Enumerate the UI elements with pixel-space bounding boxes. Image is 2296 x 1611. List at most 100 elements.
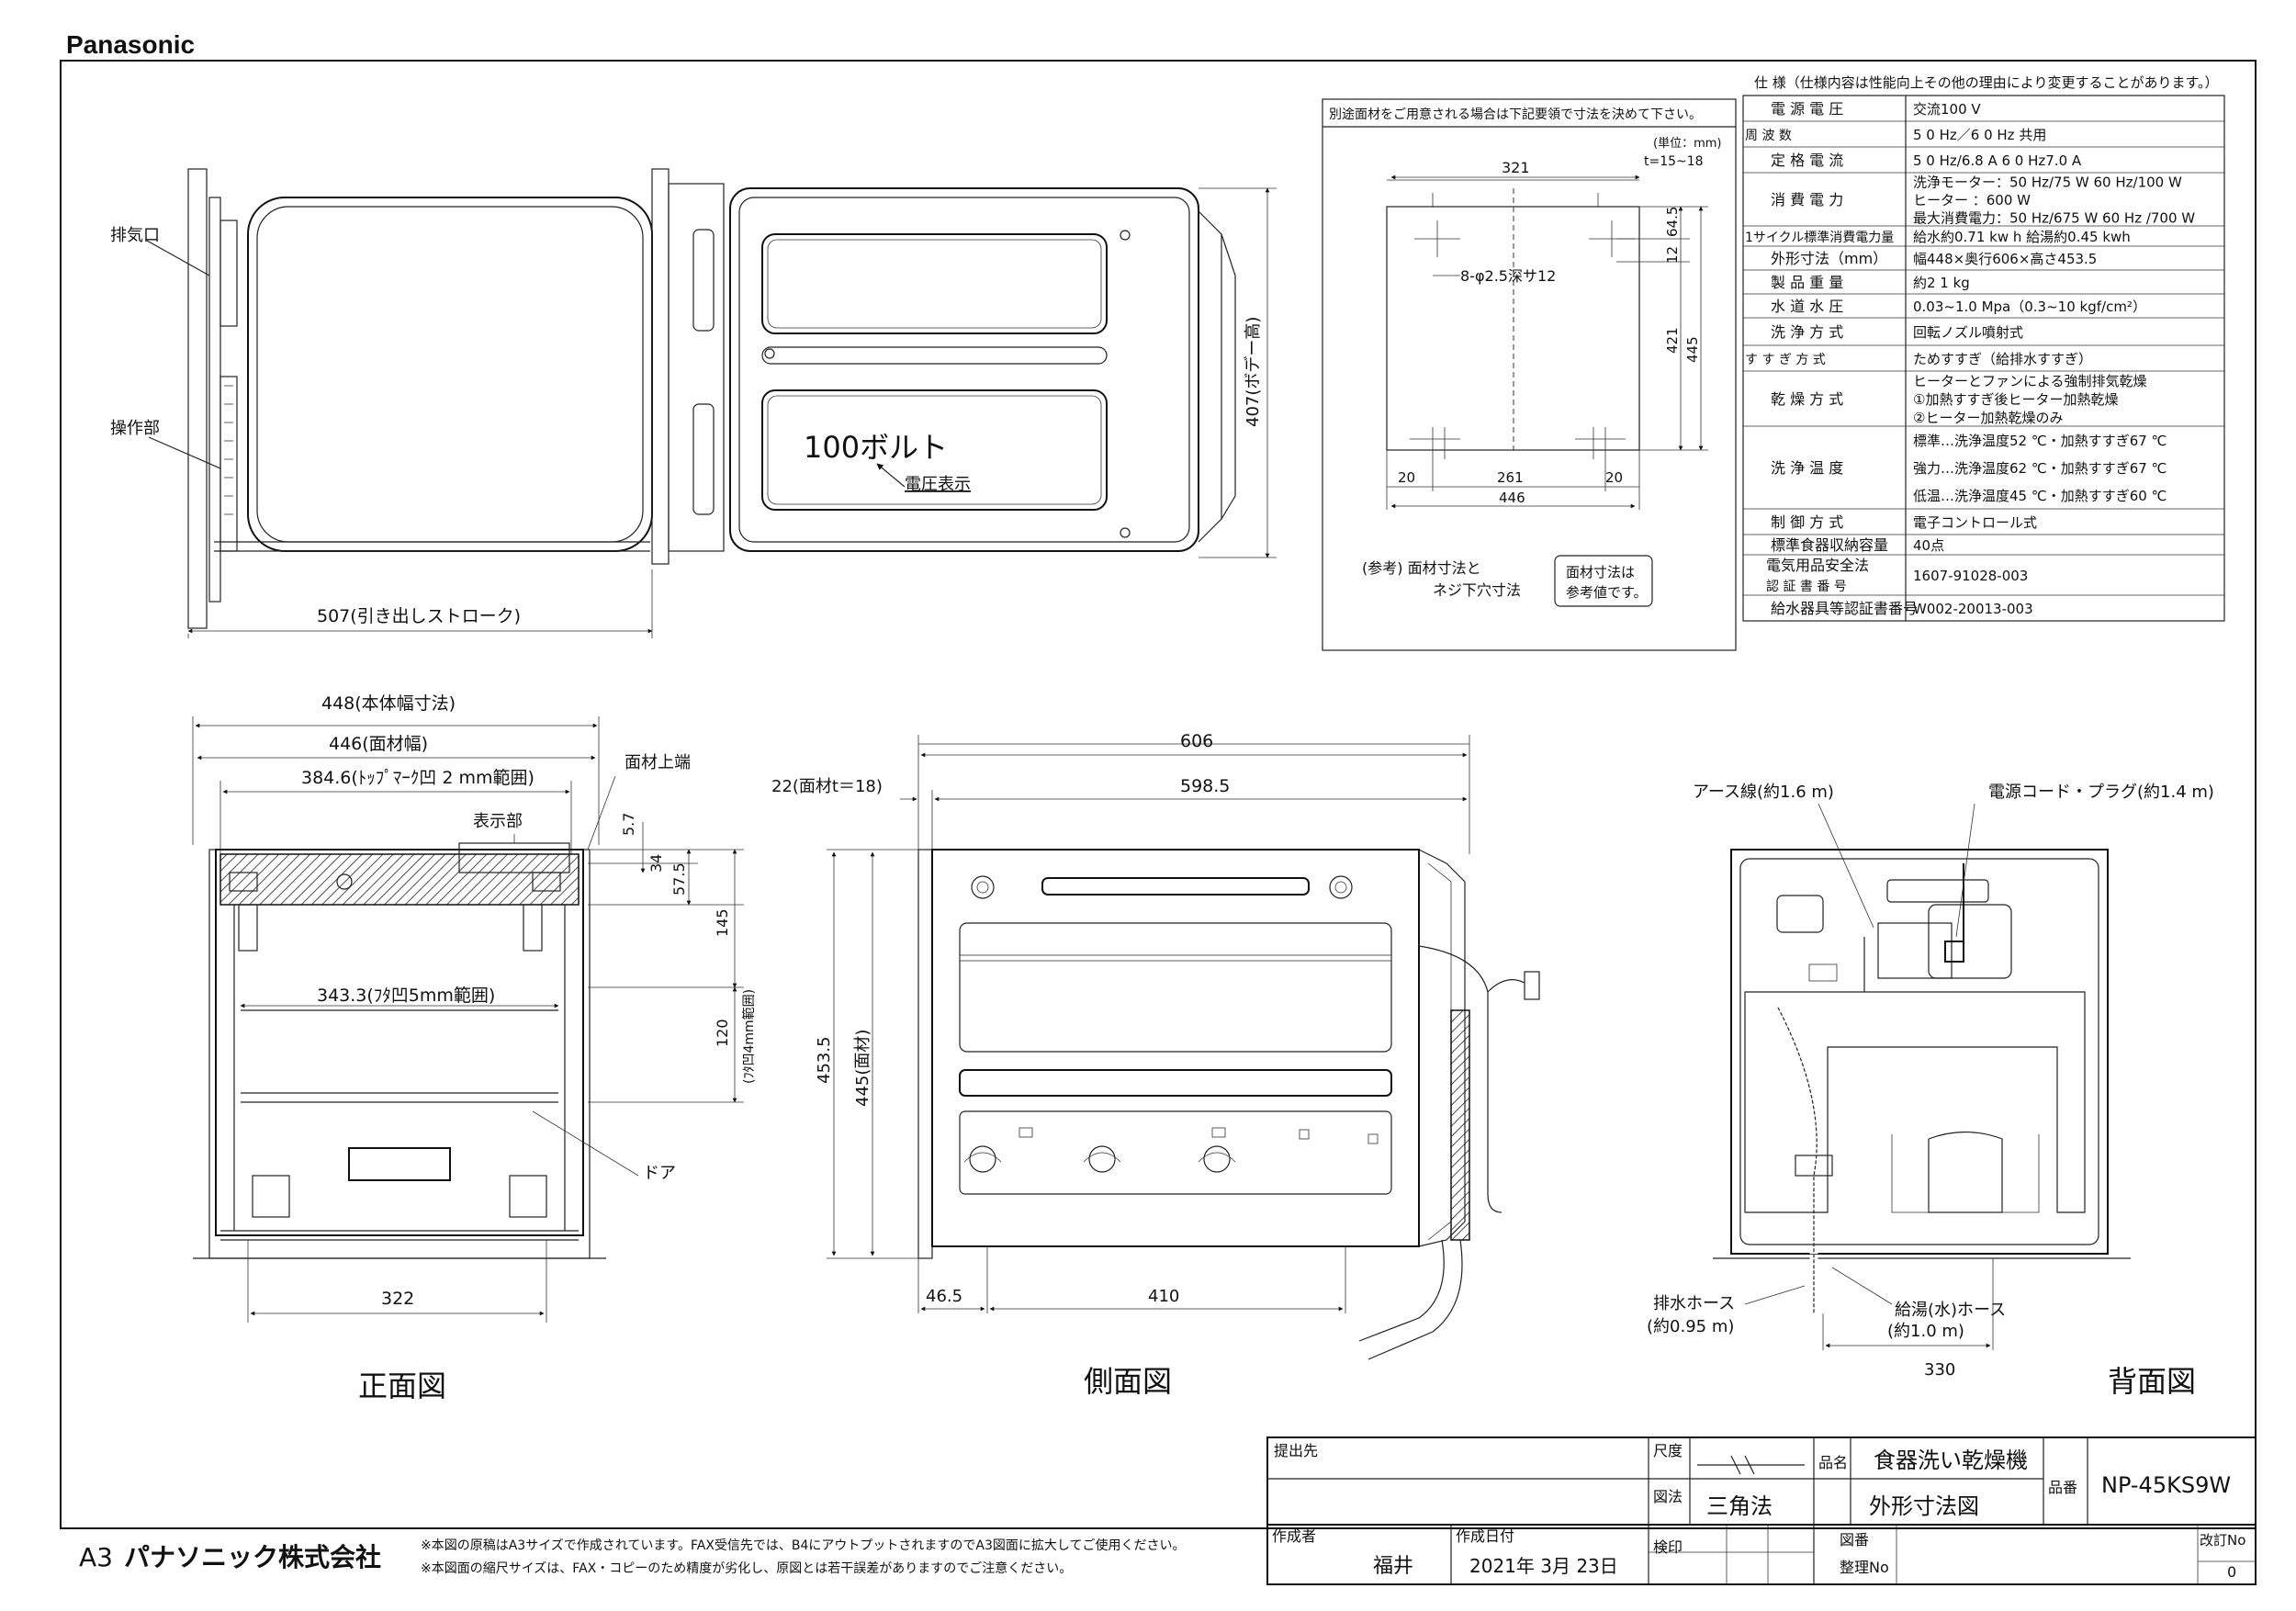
front-width-448: 448(本体幅寸法): [321, 693, 456, 714]
dim-120-note: (ﾌﾀ凹4mm範囲): [741, 989, 757, 1084]
brand-logo: Panasonic: [66, 30, 195, 59]
spec-row: 水 道 水 圧 0.03~1.0 Mpa（0.3~10 kgf/cm²）: [1743, 298, 2224, 319]
panel-top-label: 面材上端: [625, 753, 691, 772]
sheet-border: [60, 60, 2257, 1529]
panel-dim-20a: 20: [1398, 469, 1415, 486]
back-dim-330: 330: [1924, 1360, 1955, 1380]
dim-120: 120: [714, 1019, 731, 1047]
model-number: NP-45KS9W: [2101, 1472, 2231, 1498]
footer: A3 パナソニック株式会社 ※本図の原稿はA3サイズで作成されています。FAX受…: [79, 1538, 1185, 1576]
exhaust-label: 排気口: [110, 226, 160, 245]
spec-value: 5 0 Hz/6.8 A 6 0 Hz7.0 A: [1913, 152, 2082, 169]
spec-value: 回転ノズル噴射式: [1913, 324, 2023, 341]
spec-row: 定 格 電 流 5 0 Hz/6.8 A 6 0 Hz7.0 A: [1743, 152, 2224, 174]
panel-spec-box: 別途面材をご用意される場合は下記要領で寸法を決めて下さい。 (単位：mm) t=…: [1322, 98, 1737, 651]
display-part-label: 表示部: [473, 812, 523, 831]
side-dim-22: 22(面材t＝18): [771, 777, 883, 796]
footer-note-1: ※本図の原稿はA3サイズで作成されています。FAX受信先では、B4にアウトプット…: [421, 1538, 1185, 1553]
spec-label: 1サイクル標準消費電力量: [1745, 231, 1894, 245]
dim-34: 34: [647, 854, 665, 873]
date-label: 作成日付: [1456, 1527, 1514, 1545]
side-view: 606 598.5 22(面材t＝18): [771, 731, 1540, 1399]
model-label: 品番: [2048, 1479, 2077, 1496]
spec-label: 電 源 電 圧: [1771, 100, 1843, 118]
spec-value: 約2 1 kg: [1913, 275, 1970, 291]
revision-value: 0: [2227, 1563, 2236, 1581]
voltage-display-label: 電圧表示: [905, 475, 971, 494]
power-cord-label: 電源コード・プラグ(約1.4 m): [1988, 783, 2214, 802]
spec-value: 40点: [1913, 537, 1944, 554]
spec-value: 1607-91028-003: [1913, 568, 2028, 584]
door-label: ドア: [643, 1164, 676, 1183]
spec-value: ①加熱すすぎ後ヒーター加熱乾燥: [1913, 391, 2118, 408]
spec-label: 電気用品安全法: [1766, 557, 1869, 574]
panel-ref-1: (参考) 面材寸法と: [1362, 559, 1481, 577]
control-label: 操作部: [110, 419, 160, 438]
spec-row: 製 品 重 量 約2 1 kg: [1743, 274, 2224, 295]
footer-note-2: ※本図面の縮尺サイズは、FAX・コピーのため精度が劣化し、原図とは若干誤差があり…: [421, 1560, 1072, 1576]
panel-box-1: 面材寸法は: [1566, 564, 1635, 580]
side-dim-5985: 598.5: [1180, 776, 1230, 796]
front-width-3846: 384.6(ﾄｯﾌﾟﾏｰｸ凹 2 mm範囲): [301, 768, 535, 788]
spec-label: 製 品 重 量: [1771, 274, 1843, 291]
spec-value: ②ヒーター加熱乾燥のみ: [1913, 410, 2063, 426]
panel-dim-445: 445: [1684, 336, 1701, 363]
spec-row: 制 御 方 式 電子コントロール式: [1743, 513, 2224, 535]
top-view: 100ボルト 電圧表示 407(ボデー高) 507(引き出しストローク) 排気口…: [110, 168, 1277, 638]
spec-label: 制 御 方 式: [1771, 513, 1843, 531]
reference-number-label: 整理No: [1840, 1559, 1889, 1576]
spec-label: 消 費 電 力: [1771, 191, 1843, 208]
company-name: パナソニック株式会社: [124, 1542, 381, 1572]
spec-row: す す ぎ 方 式ためすすぎ（給排水すすぎ）: [1743, 351, 2224, 372]
panel-dim-446: 446: [1499, 490, 1525, 506]
stroke-dim: 507(引き出しストローク): [317, 606, 521, 626]
earth-wire-label: アース線(約1.6 m): [1693, 783, 1834, 802]
dim-575: 57.5: [670, 862, 688, 896]
spec-label: 定 格 電 流: [1771, 152, 1843, 169]
panel-box-2: 参考値です。: [1566, 584, 1648, 601]
submit-label: 提出先: [1274, 1442, 1318, 1459]
panel-thickness: t=15~18: [1644, 154, 1704, 169]
spec-value: ヒーター ：600 W: [1913, 192, 2031, 208]
side-dim-410: 410: [1148, 1287, 1179, 1306]
spec-value: 標準…洗浄温度52 ℃・加熱すすぎ67 ℃: [1913, 433, 2167, 449]
item-name: 食器洗い乾燥機: [1874, 1448, 2028, 1473]
panel-unit: (単位：mm): [1653, 136, 1721, 151]
spec-row: 標準食器収納容量 40点: [1743, 536, 2224, 556]
spec-label: 標準食器収納容量: [1771, 536, 1888, 554]
back-view: 330 アース線(約1.6 m) 電源コード・プラグ(約1.4 m) 排水ホース…: [1647, 783, 2214, 1399]
spec-value: 交流100 V: [1913, 101, 1981, 118]
drain-hose: [1773, 1003, 1821, 1313]
panel-dim-12: 12: [1664, 246, 1681, 264]
spec-value: 電子コントロール式: [1913, 514, 2037, 531]
spec-value: ヒーターとファンによる強制排気乾燥: [1913, 373, 2147, 389]
voltage-label: 100ボルト: [804, 430, 948, 465]
spec-row: 乾 燥 方 式ヒーターとファンによる強制排気乾燥①加熱すすぎ後ヒーター加熱乾燥②…: [1743, 373, 2224, 427]
drawing-method-label: 図法: [1653, 1488, 1683, 1505]
panel-dim-421: 421: [1664, 327, 1681, 354]
spec-value: 0.03~1.0 Mpa（0.3~10 kgf/cm²）: [1913, 299, 2146, 315]
panel-note: 別途面材をご用意される場合は下記要領で寸法を決めて下さい。: [1329, 107, 1702, 122]
back-view-title: 背面図: [2108, 1364, 2196, 1399]
drawing-title: 外形寸法図: [1869, 1493, 1979, 1519]
spec-table: 仕 様（仕様内容は性能向上その他の理由により変更することがあります。） 電 源 …: [1742, 74, 2225, 622]
spec-value: 最大消費電力：50 Hz/675 W 60 Hz /700 W: [1913, 209, 2195, 226]
drawing-method: 三角法: [1706, 1493, 1773, 1519]
spec-label: 周 波 数: [1745, 129, 1792, 143]
dim-57: 5.7: [620, 813, 637, 836]
title-block: 提出先 尺度 品名 食器洗い乾燥機 品番 NP-45KS9W 図法 三角法 外形…: [1266, 1436, 2257, 1585]
supply-hose-label: 給湯(水)ホース: [1895, 1301, 2006, 1320]
front-bottom-322: 322: [381, 1289, 414, 1309]
spec-label: 外形寸法（mm）: [1771, 250, 1887, 267]
spec-label: 水 道 水 圧: [1771, 298, 1843, 315]
spec-label: 洗 浄 温 度: [1771, 459, 1843, 477]
side-view-title: 側面図: [1084, 1364, 1172, 1399]
spec-value: 低温…洗浄温度45 ℃・加熱すすぎ60 ℃: [1913, 488, 2167, 504]
author: 福井: [1373, 1555, 1413, 1578]
side-dim-4535: 453.5: [815, 1036, 834, 1084]
revision-label: 改訂No: [2200, 1532, 2245, 1549]
panel-dim-321: 321: [1502, 159, 1530, 176]
